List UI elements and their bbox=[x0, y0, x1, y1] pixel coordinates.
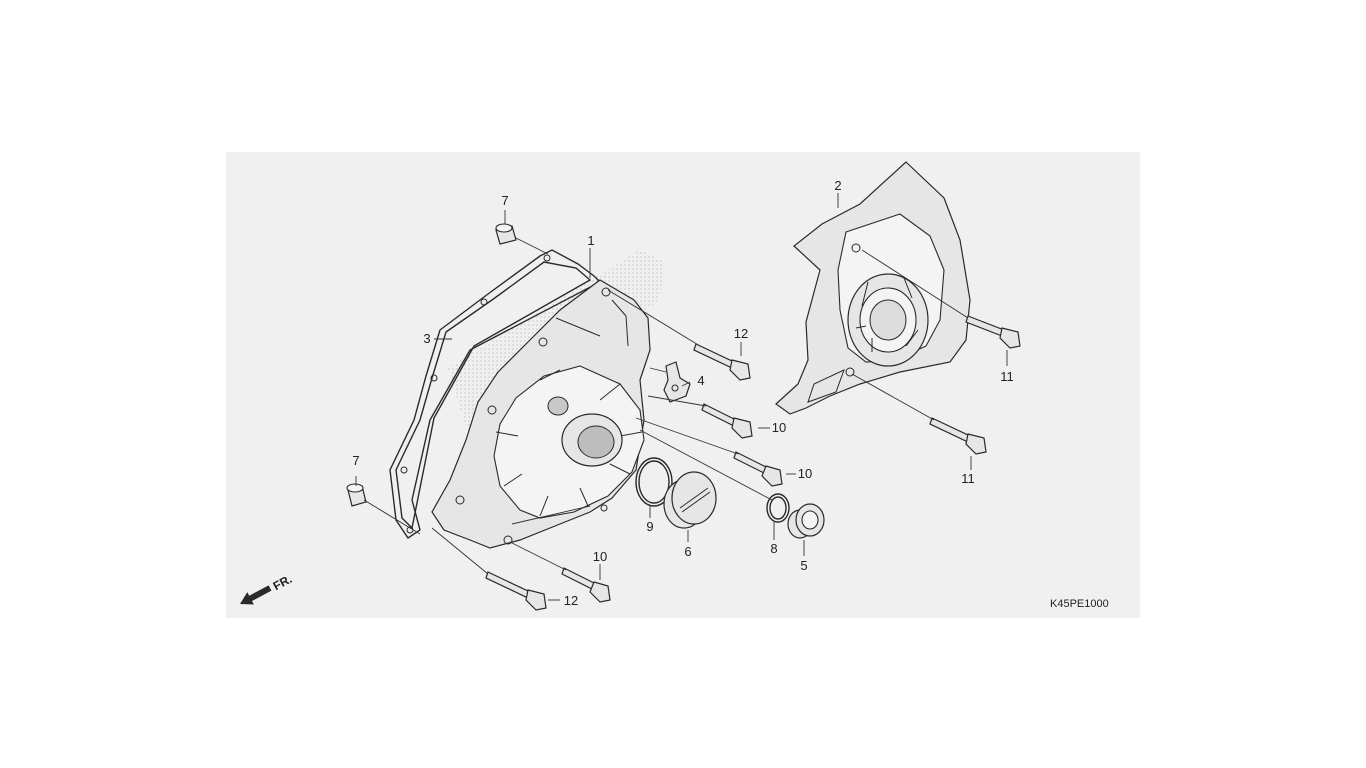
callout-10-upper: 10 bbox=[772, 420, 786, 435]
part-7-dowel-pin-lower bbox=[346, 483, 367, 507]
callout-1: 1 bbox=[587, 233, 594, 248]
part-5-timing-hole-cap bbox=[787, 503, 825, 539]
callout-7-lower: 7 bbox=[352, 453, 359, 468]
bolt-10-middle bbox=[733, 451, 783, 487]
bolt-12-lower bbox=[485, 571, 547, 611]
part-2-sprocket-cover bbox=[775, 161, 971, 415]
direction-label: FR. bbox=[271, 572, 295, 593]
callout-12-upper: 12 bbox=[734, 326, 748, 341]
part-8-o-ring bbox=[766, 493, 790, 523]
diagram-code: K45PE1000 bbox=[1050, 598, 1109, 610]
bolt-11-lower bbox=[929, 417, 987, 455]
part-6-hole-cap bbox=[663, 471, 717, 529]
callout-7-upper: 7 bbox=[501, 193, 508, 208]
part-3-gasket bbox=[389, 249, 602, 539]
callout-12-lower: 12 bbox=[564, 593, 578, 608]
part-1-left-crankcase-cover bbox=[431, 279, 651, 549]
part-7-dowel-pin-upper bbox=[495, 223, 517, 245]
part-9-o-ring bbox=[635, 457, 673, 507]
callout-3: 3 bbox=[423, 331, 430, 346]
bolt-12-upper bbox=[693, 343, 751, 381]
callout-9: 9 bbox=[646, 519, 653, 534]
bolt-11-upper bbox=[965, 315, 1021, 349]
front-direction-arrow: FR. bbox=[240, 572, 295, 605]
callout-2: 2 bbox=[834, 178, 841, 193]
callout-5: 5 bbox=[800, 558, 807, 573]
part-4-clamp bbox=[663, 361, 691, 403]
arrow-icon bbox=[240, 585, 272, 605]
bolt-10-lower bbox=[561, 567, 611, 603]
callout-11-upper: 11 bbox=[1000, 369, 1014, 384]
bolt-10-upper bbox=[701, 403, 753, 439]
callout-4: 4 bbox=[697, 373, 704, 388]
callout-11-lower: 11 bbox=[961, 471, 975, 486]
callout-10-middle: 10 bbox=[798, 466, 812, 481]
callout-labels: 1 2 3 4 5 6 7 7 8 9 10 10 10 11 11 12 12 bbox=[352, 178, 1013, 608]
callout-10-lower: 10 bbox=[593, 549, 607, 564]
callout-8: 8 bbox=[770, 541, 777, 556]
callout-6: 6 bbox=[684, 544, 691, 559]
leader-lines bbox=[355, 193, 1008, 601]
